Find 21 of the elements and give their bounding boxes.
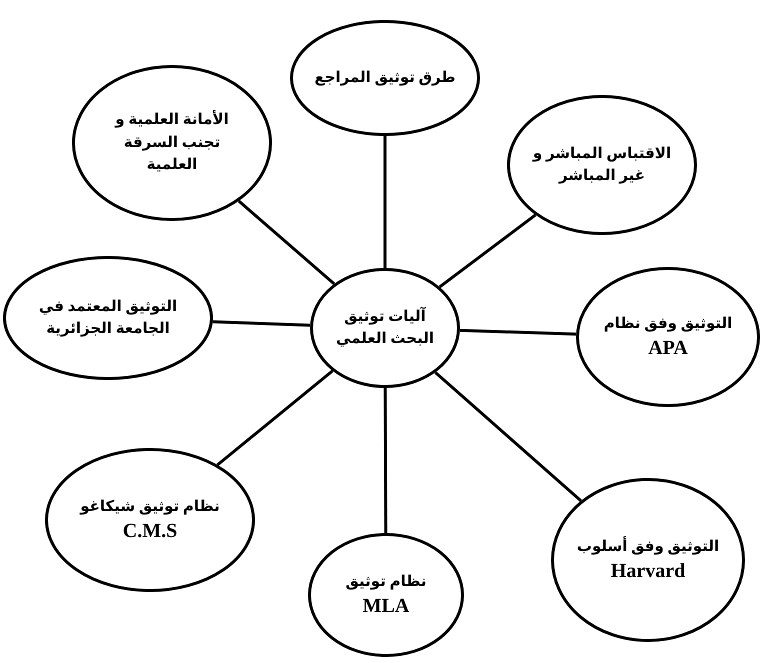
connector-line — [216, 370, 334, 466]
connector-line — [438, 214, 536, 288]
connector-line — [434, 371, 582, 502]
node-text: نظام توثيق — [346, 572, 426, 592]
connector-line — [238, 200, 336, 285]
node-text: الأمانة العلمية و تجنب السرقة العلمية — [97, 109, 247, 177]
node-text: التوثيق المعتمد في الجامعة الجزائرية — [38, 298, 178, 339]
connector-line — [384, 136, 386, 268]
node-text: Harvard — [610, 559, 686, 584]
node-text: الاقتباس المباشر و غير المباشر — [531, 144, 672, 186]
node-text: نظام توثيق شيكاغو — [80, 498, 220, 517]
node-text: التوثيق وفق نظام — [604, 314, 732, 334]
node-text: طرق توثيق المراجع — [314, 68, 456, 88]
node-text: آليات توثيق البحث العلمي — [335, 306, 435, 349]
connector-line — [212, 320, 310, 327]
connector-line — [384, 388, 388, 533]
node-text: C.M.S — [122, 519, 178, 544]
node-text: APA — [648, 336, 688, 362]
node-text: التوثيق وفق أسلوب — [576, 536, 720, 558]
connector-line — [460, 328, 576, 336]
node-text: MLA — [362, 594, 410, 620]
